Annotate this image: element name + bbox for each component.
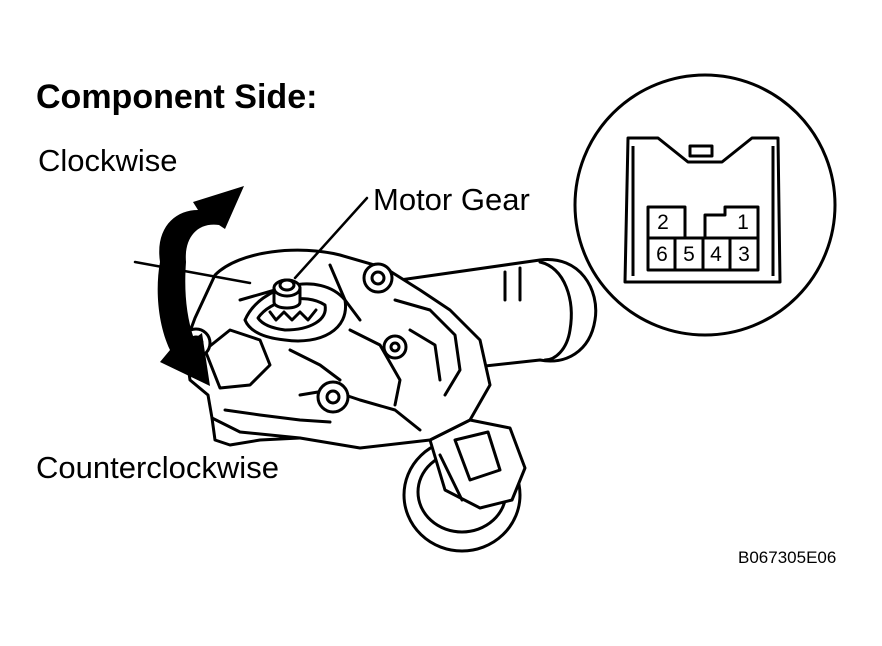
rotation-arrow xyxy=(157,186,244,386)
pin-label-2: 2 xyxy=(657,211,669,234)
connector-housing xyxy=(623,136,782,284)
motor-gear xyxy=(243,278,347,343)
pin-grid xyxy=(646,205,760,272)
clockwise-label: Clockwise xyxy=(38,143,178,178)
clockwise-leader xyxy=(133,260,252,285)
pin-label-1: 1 xyxy=(737,211,749,234)
pin-label-4: 4 xyxy=(710,243,722,266)
figure-code: B067305E06 xyxy=(738,548,837,567)
page-title: Component Side: xyxy=(36,78,318,116)
connector-latch xyxy=(688,144,714,158)
motor-gear-leader xyxy=(293,196,369,280)
pin-label-5: 5 xyxy=(683,243,695,266)
motor-gear-label: Motor Gear xyxy=(373,182,530,217)
pin-label-3: 3 xyxy=(738,243,750,266)
connector-inset xyxy=(573,73,837,337)
pin-label-6: 6 xyxy=(656,243,668,266)
counterclockwise-label: Counterclockwise xyxy=(36,450,279,485)
